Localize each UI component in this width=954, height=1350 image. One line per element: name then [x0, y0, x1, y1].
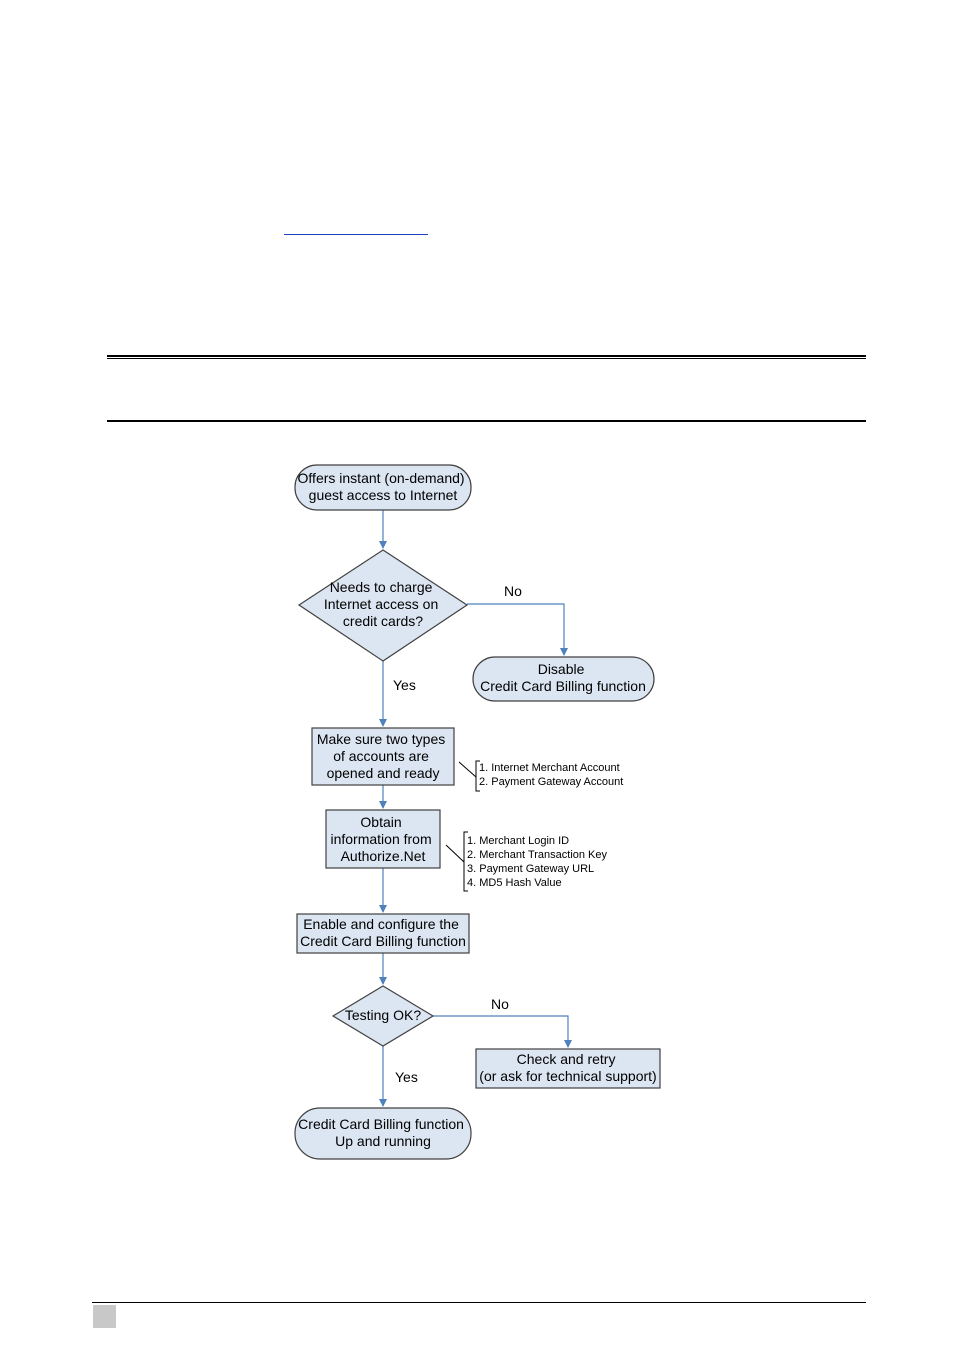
accounts-note-1: 1. Internet Merchant Account: [479, 762, 620, 774]
accounts-line-2: of accounts are: [333, 748, 429, 764]
decision-testing: Testing OK?: [331, 985, 435, 1047]
label-yes-1: Yes: [393, 677, 416, 693]
retry-process: Check and retry (or ask for technical su…: [475, 1048, 661, 1089]
end-terminator: Credit Card Billing function Up and runn…: [294, 1107, 472, 1160]
obtain-note-3: 3. Payment Gateway URL: [467, 863, 594, 875]
decision-charge-line-1: Needs to charge: [330, 579, 433, 595]
obtain-line-1: Obtain: [360, 814, 401, 830]
decision-charge-line-2: Internet access on: [324, 596, 438, 612]
accounts-note-2: 2. Payment Gateway Account: [479, 776, 623, 788]
label-no-1: No: [504, 583, 522, 599]
obtain-line-3: Authorize.Net: [341, 848, 426, 864]
svg-text:Offers instant (on-demand): Offers instant (on-demand) guest access …: [298, 470, 469, 503]
enable-line-1: Enable and configure the: [303, 916, 459, 932]
accounts-line-1: Make sure two types: [317, 731, 445, 747]
svg-text:Credit Card Billing function: Credit Card Billing function Up and runn…: [298, 1116, 468, 1149]
end-line-1: Credit Card Billing function: [298, 1116, 464, 1132]
connectors: [379, 510, 572, 1107]
hyperlink-underline: [284, 234, 428, 235]
decision-charge: Needs to charge Internet access on credi…: [297, 549, 469, 662]
enable-line-2: Credit Card Billing function: [300, 933, 466, 949]
connector-testing-no-to-retry: [433, 1015, 572, 1048]
svg-text:Testing OK?: Testing OK?: [345, 1007, 421, 1023]
footer-rule: [92, 1302, 866, 1303]
retry-line-1: Check and retry: [517, 1051, 616, 1067]
start-terminator: Offers instant (on-demand) guest access …: [294, 464, 472, 511]
decision-charge-line-3: credit cards?: [343, 613, 423, 629]
svg-text:1. Merchant Login ID 2. Me: 1. Merchant Login ID 2. Merchant Transac…: [467, 835, 610, 889]
accounts-process: Make sure two types of accounts are open…: [311, 727, 455, 786]
accounts-annotation: [458, 760, 480, 792]
enable-process: Enable and configure the Credit Card Bil…: [296, 913, 470, 954]
section-rule-top: [107, 355, 866, 359]
decision-testing-line-1: Testing OK?: [345, 1007, 421, 1023]
label-no-2: No: [491, 996, 509, 1012]
retry-line-2: (or ask for technical support): [479, 1068, 656, 1084]
obtain-process: Obtain information from Authorize.Net: [325, 809, 441, 869]
accounts-line-3: opened and ready: [327, 765, 440, 781]
obtain-note-1: 1. Merchant Login ID: [467, 835, 569, 847]
start-line-2: guest access to Internet: [309, 487, 458, 503]
obtain-note-2: 2. Merchant Transaction Key: [467, 849, 608, 861]
label-yes-2: Yes: [395, 1069, 418, 1085]
svg-text:Obtain information from: Obtain information from Authorize.Net: [330, 814, 435, 864]
svg-text:Make sure two types of a: Make sure two types of accounts are open…: [317, 731, 449, 781]
disable-line-1: Disable: [538, 661, 585, 677]
obtain-line-2: information from: [330, 831, 431, 847]
svg-text:1. Internet Merchant Account: 1. Internet Merchant Account 2. Payment …: [479, 762, 623, 788]
start-line-1: Offers instant (on-demand): [298, 470, 465, 486]
obtain-note-4: 4. MD5 Hash Value: [467, 877, 562, 889]
obtain-annotation: [445, 831, 468, 892]
section-rule-bottom: [107, 420, 866, 422]
svg-text:Check and retry (or ask: Check and retry (or ask for technical su…: [479, 1051, 656, 1084]
page-number-box: [93, 1305, 116, 1328]
svg-text:Disable Credit Card Bill: Disable Credit Card Billing function: [480, 661, 646, 694]
connector-decision-no-to-disable: [467, 603, 568, 656]
svg-text:Needs to charge Internet: Needs to charge Internet access on credi…: [324, 579, 442, 629]
svg-text:Enable and configure the: Enable and configure the Credit Card Bil…: [300, 916, 466, 949]
disable-terminator: Disable Credit Card Billing function: [472, 656, 655, 702]
disable-line-2: Credit Card Billing function: [480, 678, 646, 694]
end-line-2: Up and running: [335, 1133, 431, 1149]
